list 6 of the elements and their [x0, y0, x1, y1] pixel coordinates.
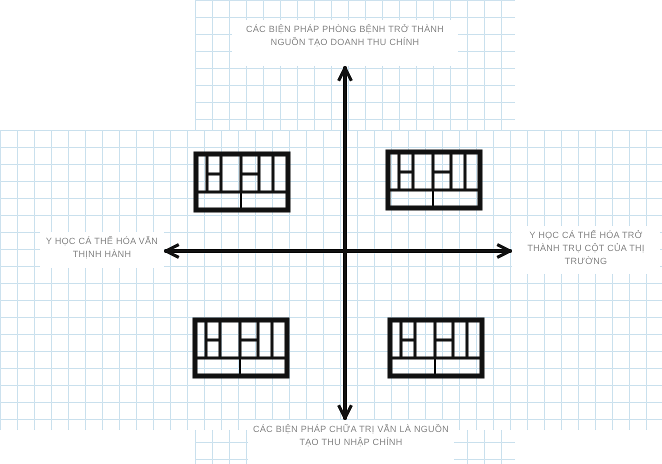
axis-arrow — [164, 243, 512, 259]
axis-label: CÁC BIỆN PHÁP PHÒNG BỆNH TRỞ THÀNH NGUỒN TẠO DOANH THU CHÍNH — [232, 20, 458, 66]
axis-label: Y HỌC CÁ THỂ HÓA TRỞ THÀNH TRỤ CỘT CỦA THỊ TRƯỜNG — [512, 226, 660, 274]
axis-label: Y HỌC CÁ THỂ HÓA VẪN THỊNH HÀNH — [40, 232, 164, 268]
axis-label: CÁC BIỆN PHÁP CHỮA TRỊ VẪN LÀ NGUỒN TẠO THU NHẬP CHÍNH — [248, 420, 454, 464]
axis-arrow — [337, 66, 353, 420]
